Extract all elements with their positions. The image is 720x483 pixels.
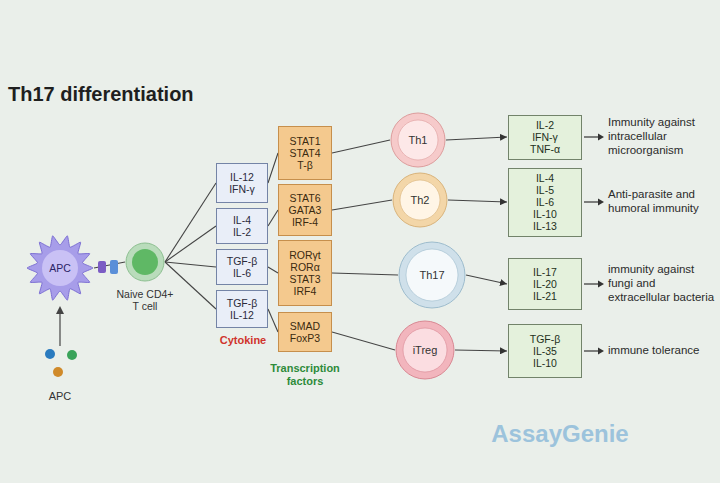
cytokine-box: TGF-β IL-12 bbox=[216, 290, 268, 328]
t-helper-cell: Th2 bbox=[392, 172, 448, 228]
node-text: TGF-β IL-35 IL-10 bbox=[530, 333, 561, 369]
node-text: IL-17 IL-20 IL-21 bbox=[533, 266, 557, 302]
node-text: Th17 bbox=[419, 269, 444, 282]
cytokine-box: TGF-β IL-6 bbox=[216, 249, 268, 285]
node-text: STAT1 STAT4 T-β bbox=[289, 135, 320, 171]
function-note: immunity against fungi and extracellular… bbox=[608, 263, 716, 304]
connector bbox=[455, 350, 507, 351]
node-text: SMAD FoxP3 bbox=[290, 320, 320, 344]
connector bbox=[268, 153, 278, 183]
t-helper-cell: Th17 bbox=[398, 241, 466, 309]
column-heading: Transcription factors bbox=[262, 362, 348, 388]
connector bbox=[466, 275, 507, 284]
cytokine-box: IL-4 IL-2 bbox=[216, 208, 268, 244]
arrow-head bbox=[56, 306, 64, 314]
node-text: Naive CD4+ T cell bbox=[113, 288, 177, 312]
node-text: Th2 bbox=[411, 194, 430, 207]
node-text: IL-4 IL-5 IL-6 IL-10 IL-13 bbox=[533, 172, 557, 232]
node-text: IL-12 IFN-γ bbox=[229, 171, 255, 195]
connector bbox=[448, 200, 507, 202]
transcription-factor-box: RORγt RORα STAT3 IRF4 bbox=[278, 240, 332, 306]
node-text: RORγt RORα STAT3 IRF4 bbox=[289, 249, 321, 297]
tcell-outline bbox=[125, 242, 165, 282]
result-arrows bbox=[584, 137, 598, 351]
transcription-factor-box: STAT1 STAT4 T-β bbox=[278, 126, 332, 180]
connector bbox=[165, 183, 216, 262]
connector bbox=[332, 200, 392, 210]
cytokine-box: IL-12 IFN-γ bbox=[216, 163, 268, 203]
function-note: Anti-parasite and humoral immunity bbox=[608, 188, 716, 216]
t-helper-cell: iTreg bbox=[395, 320, 455, 380]
node-text: APC bbox=[49, 262, 71, 274]
connector bbox=[165, 262, 216, 267]
antigen-label: APC bbox=[40, 390, 80, 403]
connector bbox=[268, 267, 278, 273]
function-note: Immunity against intracellular microorga… bbox=[608, 116, 716, 157]
connector bbox=[332, 273, 398, 275]
tcr-receptor bbox=[110, 260, 118, 274]
column-heading: Cytokine bbox=[206, 334, 280, 347]
node-text: IL-2 IFN-γ TNF-α bbox=[530, 119, 560, 155]
connector bbox=[446, 137, 507, 140]
node-text: IL-4 IL-2 bbox=[233, 214, 251, 238]
antigen-arrow bbox=[59, 310, 60, 346]
transcription-factor-box: SMAD FoxP3 bbox=[278, 312, 332, 352]
secreted-cytokine-box: IL-17 IL-20 IL-21 bbox=[508, 258, 582, 310]
node-text: Th1 bbox=[409, 134, 428, 147]
result-arrow-heads bbox=[598, 134, 604, 355]
mhc-receptor bbox=[98, 261, 106, 273]
antigen-dot bbox=[67, 350, 77, 360]
watermark: AssayGenie bbox=[470, 420, 650, 449]
apc-cell: APC bbox=[26, 234, 94, 302]
connector bbox=[332, 332, 395, 350]
naive-t-cell: Naive CD4+ T cell bbox=[125, 242, 165, 282]
transcription-factor-box: STAT6 GATA3 IRF-4 bbox=[278, 184, 332, 236]
node-text: TGF-β IL-6 bbox=[227, 255, 258, 279]
connector bbox=[268, 210, 278, 226]
antigen-dot bbox=[53, 367, 63, 377]
connector bbox=[268, 309, 278, 332]
antigen-dot bbox=[45, 349, 55, 359]
node-text: STAT6 GATA3 IRF-4 bbox=[289, 192, 322, 228]
connector bbox=[332, 140, 390, 153]
secreted-cytokine-box: IL-4 IL-5 IL-6 IL-10 IL-13 bbox=[508, 168, 582, 237]
secreted-cytokine-box: IL-2 IFN-γ TNF-α bbox=[508, 115, 582, 160]
connector bbox=[165, 262, 216, 309]
function-note: immune tolerance bbox=[608, 344, 716, 358]
diagram-title: Th17 differentiation bbox=[8, 82, 194, 106]
node-text: TGF-β IL-12 bbox=[227, 297, 258, 321]
secreted-cytokine-box: TGF-β IL-35 IL-10 bbox=[508, 324, 582, 378]
t-helper-cell: Th1 bbox=[390, 112, 446, 168]
node-text: iTreg bbox=[413, 344, 438, 357]
connector bbox=[165, 226, 216, 262]
